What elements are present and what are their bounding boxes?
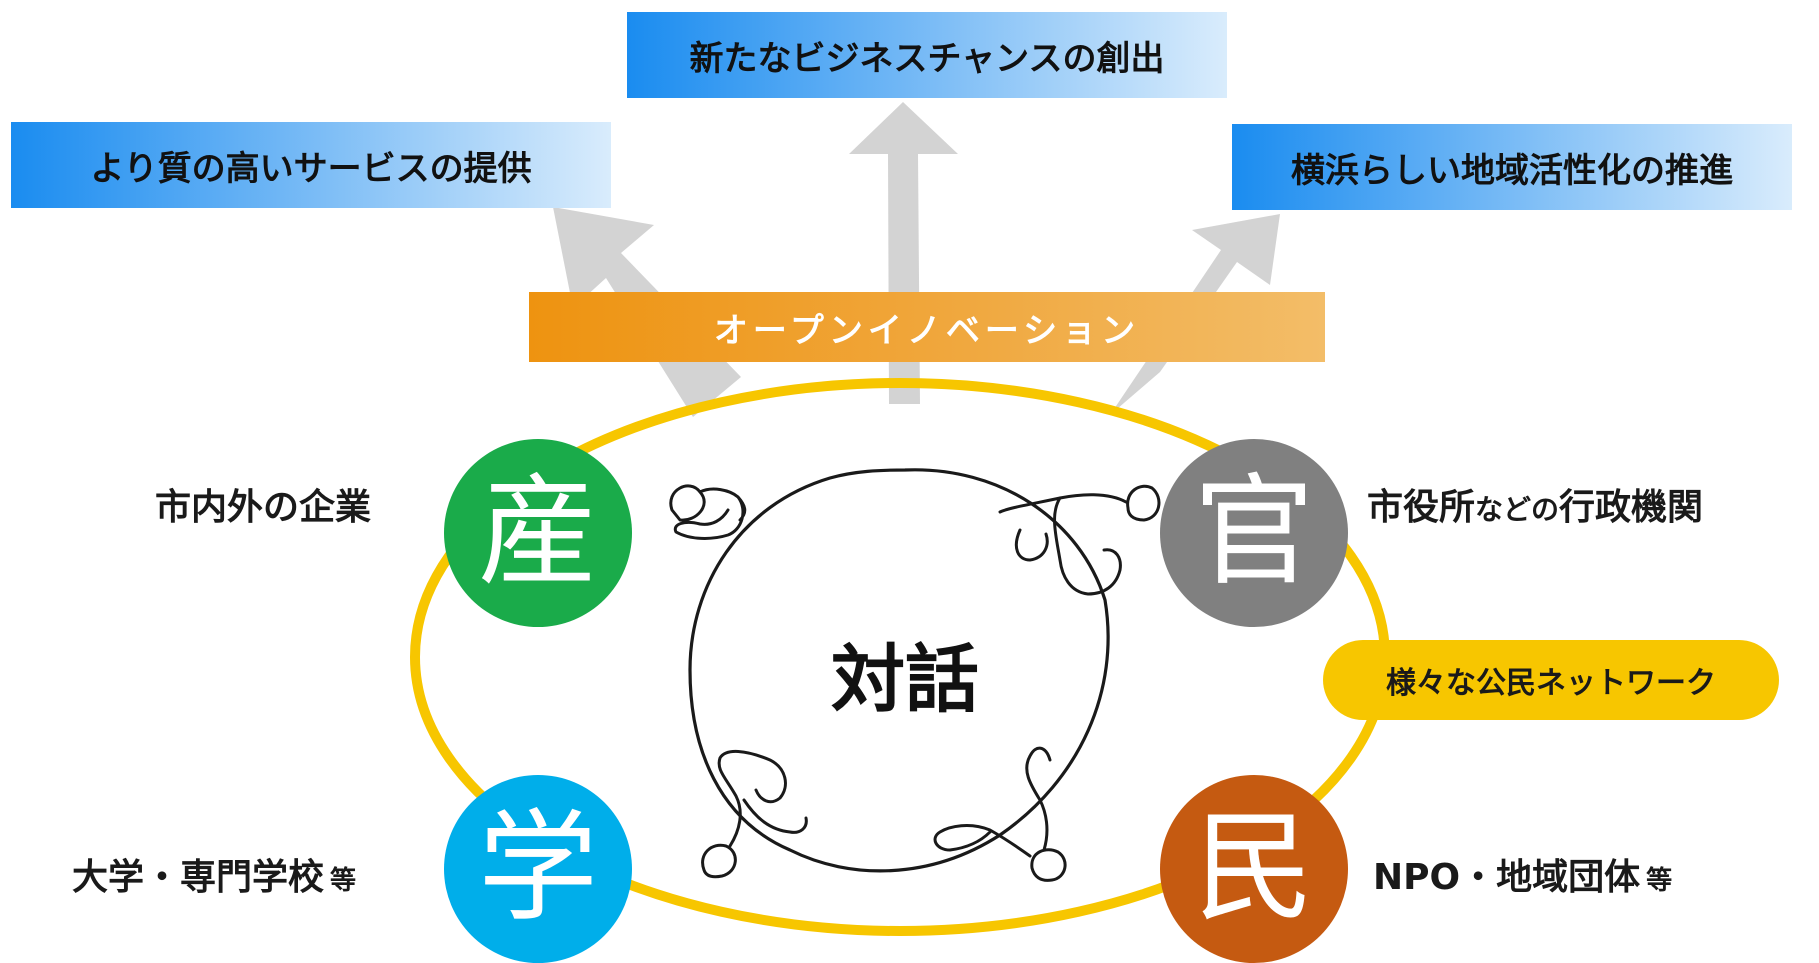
figure-top-left [669, 484, 747, 540]
actor-government-main: 市役所 [1367, 487, 1476, 528]
actor-private-suffix: 等 [1646, 866, 1673, 896]
goal-text-service: より質の高いサービスの提供 [90, 148, 532, 189]
figure-bottom-right [933, 746, 1067, 882]
goal-box-service: より質の高いサービスの提供 [11, 122, 611, 208]
goal-text-revitalization: 横浜らしい地域活性化の推進 [1291, 150, 1733, 191]
actor-label-government: 市役所などの行政機関 [1367, 478, 1703, 530]
open-innovation-banner: オープンイノベーション [529, 292, 1325, 362]
sector-academia-circle: 学 [444, 775, 632, 963]
goal-box-revitalization: 横浜らしい地域活性化の推進 [1232, 124, 1792, 210]
actor-label-private: NPO・地域団体等 [1373, 848, 1672, 900]
arrows [553, 102, 1280, 417]
network-badge: 様々な公民ネットワーク [1323, 640, 1779, 720]
actor-academia-suffix: 等 [330, 866, 357, 896]
figure-bottom-left [701, 750, 808, 879]
actor-academia-text: 大学・専門学校 [72, 857, 325, 898]
goal-box-business: 新たなビジネスチャンスの創出 [627, 12, 1227, 98]
actor-private-text: NPO・地域団体 [1373, 857, 1641, 898]
dialogue-label: 対話 [831, 637, 979, 723]
goal-text-business: 新たなビジネスチャンスの創出 [689, 38, 1165, 79]
sector-private-circle: 民 [1160, 775, 1348, 963]
actor-government-end: 行政機関 [1559, 487, 1704, 528]
figure-top-right [998, 484, 1161, 596]
actor-industry-text: 市内外の企業 [155, 487, 372, 528]
actor-government-small: などの [1475, 493, 1560, 526]
actor-label-industry: 市内外の企業 [155, 478, 371, 530]
network-badge-text: 様々な公民ネットワーク [1386, 666, 1716, 701]
people-sketches [669, 484, 1161, 882]
sector-government-circle: 官 [1160, 439, 1348, 627]
open-innovation-text: オープンイノベーション [713, 310, 1141, 351]
actor-label-academia: 大学・専門学校等 [72, 848, 356, 900]
sector-industry-circle: 産 [444, 439, 632, 627]
arrow-center [849, 102, 958, 404]
